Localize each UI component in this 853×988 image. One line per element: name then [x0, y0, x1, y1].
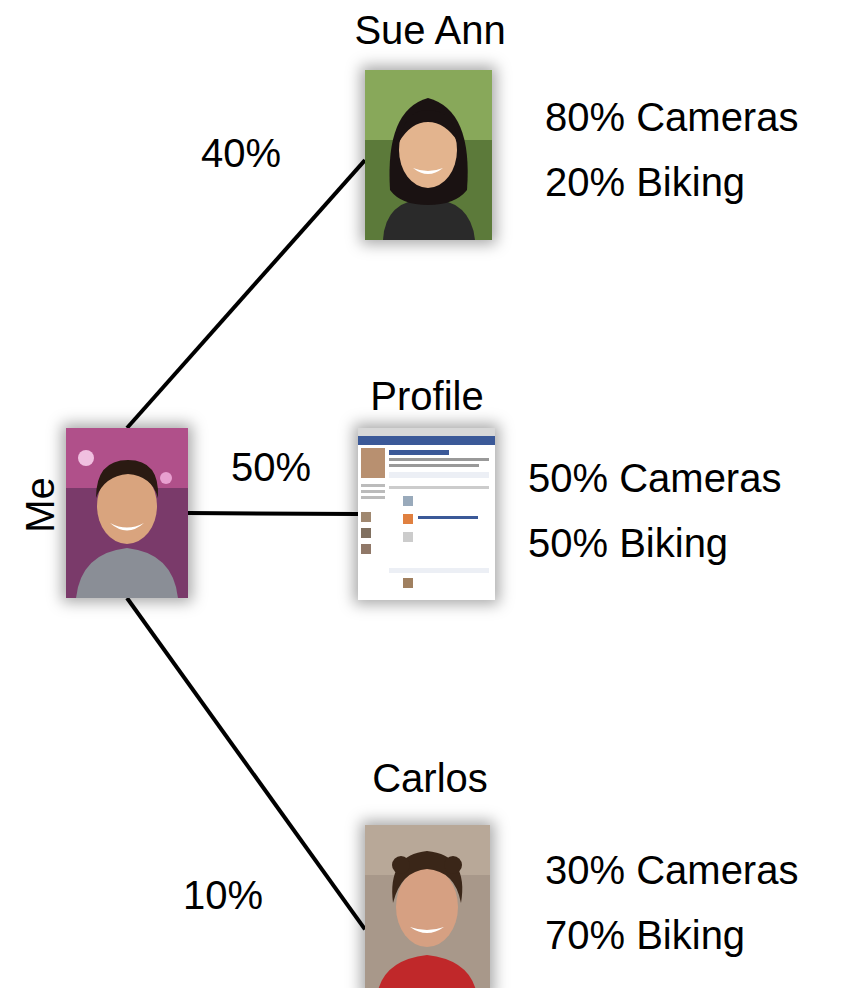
- person-photo-node: Me: [66, 428, 188, 598]
- connector-line: [127, 160, 365, 428]
- sue-ann-photo: [365, 70, 492, 240]
- node-name: Me: [16, 477, 64, 533]
- edge-weight: 10%: [180, 872, 266, 918]
- node-heading: Carlos: [372, 754, 488, 802]
- interest-stats: 30% Cameras 70% Biking: [545, 838, 830, 968]
- carlos-photo: [365, 825, 490, 988]
- node-heading: Profile: [370, 372, 483, 420]
- node-heading: Sue Ann: [354, 6, 505, 54]
- connector-line: [127, 598, 365, 929]
- me-photo: [66, 428, 188, 598]
- edge-weight: 40%: [198, 130, 284, 176]
- connector-line: [188, 513, 358, 514]
- person-photo-node: Sue Ann80% Cameras 20% Biking: [365, 70, 492, 240]
- profile-node: Profile50% Cameras 50% Biking: [358, 428, 495, 600]
- edge-weight: 50%: [228, 444, 314, 490]
- interest-stats: 80% Cameras 20% Biking: [545, 85, 830, 215]
- person-photo-node: Carlos30% Cameras 70% Biking: [365, 825, 490, 988]
- interest-stats: 50% Cameras 50% Biking: [528, 446, 813, 576]
- profile-screenshot: [358, 428, 495, 600]
